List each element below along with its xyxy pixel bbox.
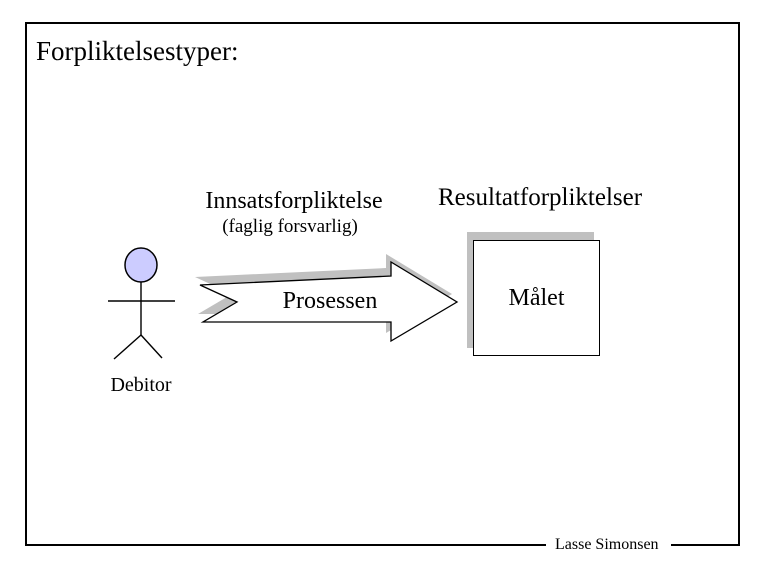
process-arrow-label: Prosessen bbox=[282, 288, 378, 314]
process-arrow bbox=[195, 254, 459, 343]
debitor-label: Debitor bbox=[110, 374, 172, 396]
debitor-stick-figure bbox=[108, 247, 175, 360]
slide-title-text: Forpliktelsestyper: bbox=[36, 36, 239, 66]
process-arrow-shape bbox=[199, 260, 459, 343]
stick-figure-head-icon bbox=[124, 247, 158, 283]
effort-obligation-heading: Innsatsforpliktelse bbox=[205, 188, 383, 214]
goal-box-label: Målet bbox=[508, 284, 565, 311]
stick-figure-right-leg-line bbox=[140, 334, 163, 359]
footer-author-label: Lasse Simonsen bbox=[546, 535, 671, 555]
effort-obligation-subheading: (faglig forsvarlig) bbox=[222, 216, 358, 237]
slide-border-frame bbox=[25, 22, 740, 546]
stick-figure-left-leg-line bbox=[113, 334, 142, 360]
goal-box: Målet bbox=[473, 240, 600, 356]
slide-title: Forpliktelsestyper: bbox=[36, 36, 238, 67]
result-obligation-heading: Resultatforpliktelser bbox=[437, 184, 643, 211]
